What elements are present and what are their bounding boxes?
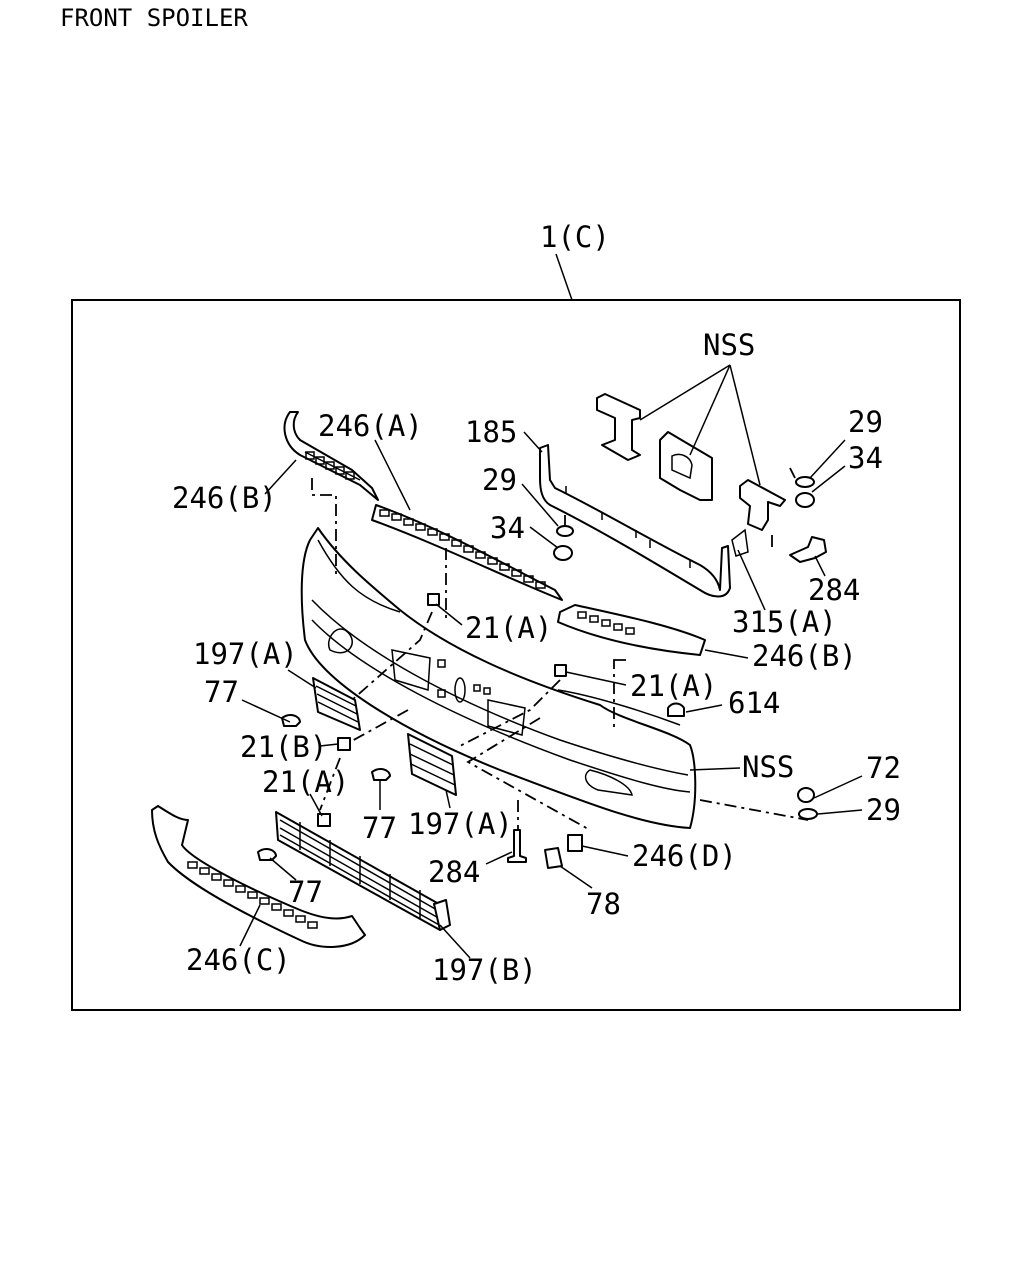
side-spoiler-upper-left <box>283 411 379 501</box>
mounting-bar <box>539 444 731 598</box>
callout-34-mid: 34 <box>490 511 525 545</box>
leader-lines <box>239 364 863 959</box>
callout-21a-mid: 21(A) <box>630 669 717 703</box>
lower-grille <box>275 811 451 931</box>
callout-246c: 246(C) <box>186 943 291 977</box>
callout-77-low: 77 <box>288 875 323 909</box>
callout-284-right: 284 <box>808 573 860 607</box>
callout-246d: 246(D) <box>632 839 737 873</box>
grille-left <box>312 677 361 731</box>
lower-spoiler <box>151 805 366 948</box>
callout-197a-left: 197(A) <box>193 637 298 671</box>
assembly-frame <box>71 299 961 1011</box>
callout-34-top: 34 <box>848 441 883 475</box>
callout-nss-right: NSS <box>742 750 794 784</box>
callout-77-mid: 77 <box>362 811 397 845</box>
callout-315a: 315(A) <box>732 605 837 639</box>
callout-72: 72 <box>866 751 901 785</box>
callout-29-top: 29 <box>848 405 883 439</box>
grille-center <box>407 733 457 796</box>
top-spoiler-center <box>371 504 563 601</box>
callout-197b: 197(B) <box>432 953 537 987</box>
group-leader <box>555 253 573 301</box>
callout-21a-top: 21(A) <box>465 611 552 645</box>
nss-brackets <box>596 393 786 557</box>
side-spoiler-upper-right <box>557 604 706 656</box>
assembly-lines <box>311 467 809 831</box>
diagram-title: FRONT SPOILER <box>60 4 248 32</box>
callout-246b-right: 246(B) <box>752 639 857 673</box>
callout-29-mid: 29 <box>482 463 517 497</box>
callout-185: 185 <box>465 415 517 449</box>
callout-77-left: 77 <box>204 675 239 709</box>
callout-284-low: 284 <box>428 855 480 889</box>
callout-labels: NSS 29 34 185 246(A) 29 246(B) 34 284 31… <box>172 328 901 987</box>
group-label: 1(C) <box>540 220 610 254</box>
callout-197a-mid: 197(A) <box>408 807 513 841</box>
fasteners <box>257 476 827 869</box>
callout-29-low: 29 <box>866 793 901 827</box>
callout-246b-left: 246(B) <box>172 481 277 515</box>
callout-614: 614 <box>728 686 780 720</box>
callout-nss-top: NSS <box>703 328 755 362</box>
callout-21a-low: 21(A) <box>262 765 349 799</box>
callout-246a: 246(A) <box>318 409 423 443</box>
callout-21b: 21(B) <box>240 730 327 764</box>
callout-78: 78 <box>586 887 621 921</box>
